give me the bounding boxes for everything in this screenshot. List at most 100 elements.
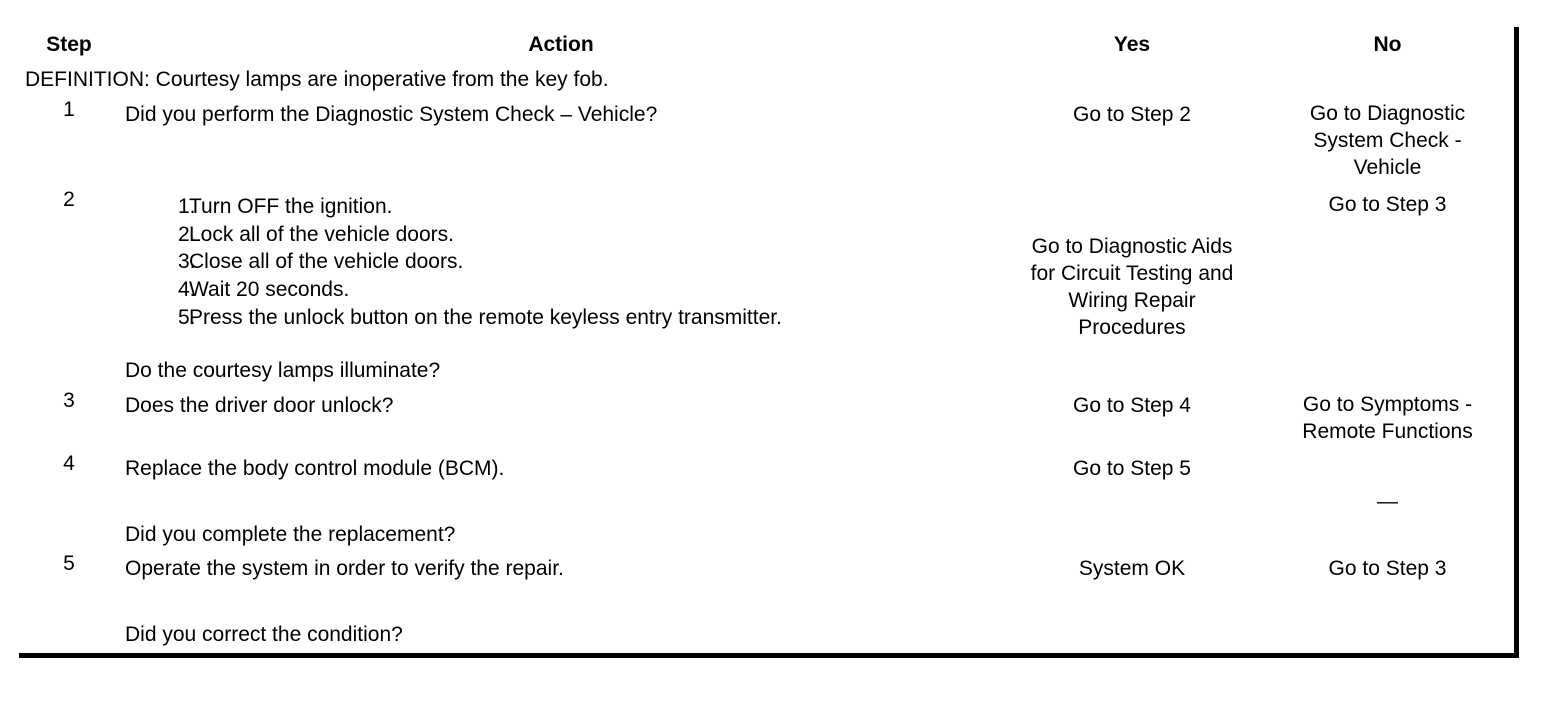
spacer [125,483,995,521]
table-row: 4 Replace the body control module (BCM).… [19,451,1519,553]
action-cell: Did you perform the Diagnostic System Ch… [119,98,1003,188]
yes-cell: System OK [1003,552,1261,658]
step-number: 5 [63,552,75,576]
yes-line: Go to Step 4 [1073,394,1191,418]
list-item: 5. Press the unlock button on the remote… [125,304,995,332]
definition-row: DEFINITION: Courtesy lamps are inoperati… [19,63,1519,99]
action-question: Did you correct the condition? [125,623,403,647]
table-row: 3 Does the driver door unlock? Go to Ste… [19,389,1519,452]
table-row: 1 Did you perform the Diagnostic System … [19,98,1519,188]
action-question: Do the courtesy lamps illuminate? [125,359,441,383]
action-line: Did you perform the Diagnostic System Ch… [125,103,658,127]
list-item: 3. Close all of the vehicle doors. [125,248,995,276]
action-line: Operate the system in order to verify th… [125,557,564,581]
action-line: Does the driver door unlock? [125,394,394,418]
step-number-cell: 5 [19,552,119,658]
table-row: 5 Operate the system in order to verify … [19,552,1519,658]
list-item-number: 4. [178,278,196,302]
action-question: Did you complete the replacement? [125,522,456,546]
list-item-text: Close all of the vehicle doors. [189,250,464,274]
no-cell: Go to Step 3 [1261,552,1519,658]
yes-cell: Go to Step 2 [1003,98,1261,188]
yes-line: Procedures [1078,315,1186,339]
step-number: 4 [63,451,75,475]
action-line: Replace the body control module (BCM). [125,456,505,480]
step-number-cell: 3 [19,389,119,452]
yes-line: Go to Diagnostic Aids [1031,235,1233,259]
action-cell: 1. Turn OFF the ignition. 2. Lock all of… [119,187,1003,390]
action-cell: Operate the system in order to verify th… [119,552,1003,658]
em-dash-placeholder: — [1377,489,1398,513]
yes-content: Go to Step 5 [1003,452,1261,487]
yes-line: System OK [1078,557,1186,581]
no-content: Go to Diagnostic System Check - Vehicle [1261,98,1514,188]
list-item-text: Press the unlock button on the remote ke… [189,305,782,329]
step-number: 2 [63,187,75,211]
list-item-number: 3. [178,250,196,274]
action-content: Does the driver door unlock? [119,389,1003,424]
column-header-yes-label: Yes [1113,33,1151,56]
yes-cell: Go to Diagnostic Aids for Circuit Testin… [1003,187,1261,390]
column-header-action: Action [119,27,1003,64]
no-cell: Go to Symptoms - Remote Functions [1261,389,1519,452]
yes-content: System OK [1003,552,1261,587]
diagnostic-procedure-table: Step Action Yes No DEFINITION: Courtesy … [19,27,1519,658]
list-item: 1. Turn OFF the ignition. [125,193,995,221]
no-line: Go to Diagnostic [1309,102,1466,126]
no-cell: — [1261,451,1519,553]
column-header-no: No [1261,27,1519,64]
no-cell: Go to Step 3 [1261,187,1519,390]
column-header-yes: Yes [1003,27,1261,64]
spacer [125,331,995,357]
no-cell: Go to Diagnostic System Check - Vehicle [1261,98,1519,188]
no-line: Go to Step 3 [1328,557,1447,581]
action-content: 1. Turn OFF the ignition. 2. Lock all of… [119,188,1003,389]
column-header-step-label: Step [46,33,92,56]
list-item-text: Turn OFF the ignition. [189,194,393,218]
list-item-number: 2. [178,222,196,246]
no-line: Go to Step 3 [1328,192,1447,216]
yes-line: Go to Step 5 [1073,456,1191,480]
yes-content: Go to Diagnostic Aids for Circuit Testin… [1003,229,1261,348]
yes-cell: Go to Step 5 [1003,451,1261,553]
action-cell: Does the driver door unlock? [119,389,1003,452]
no-content: Go to Step 3 [1261,552,1514,587]
no-content: Go to Step 3 [1261,188,1514,223]
yes-content: Go to Step 4 [1003,389,1261,424]
yes-line: Go to Step 2 [1073,103,1191,127]
definition-cell: DEFINITION: Courtesy lamps are inoperati… [19,63,1519,99]
list-item-number: 1. [178,194,196,218]
action-content: Operate the system in order to verify th… [119,552,1003,652]
no-line: Vehicle [1353,155,1422,179]
column-header-action-label: Action [528,33,594,56]
action-cell: Replace the body control module (BCM). D… [119,451,1003,553]
column-header-step: Step [19,27,119,64]
no-line: Remote Functions [1302,420,1473,444]
yes-line: Wiring Repair [1068,289,1196,313]
step-number-cell: 4 [19,451,119,553]
yes-content: Go to Step 2 [1003,98,1261,133]
list-item-text: Lock all of the vehicle doors. [189,222,454,246]
yes-cell: Go to Step 4 [1003,389,1261,452]
step-number-cell: 2 [19,187,119,390]
definition-text: DEFINITION: Courtesy lamps are inoperati… [25,68,609,92]
no-line: System Check - [1313,129,1462,153]
action-content: Replace the body control module (BCM). D… [119,452,1003,552]
column-header-no-label: No [1373,33,1402,56]
table-row: 2 1. Turn OFF the ignition. 2. Lock all … [19,187,1519,390]
list-item: 4. Wait 20 seconds. [125,276,995,304]
spacer [125,583,995,621]
yes-line: for Circuit Testing and [1030,262,1234,286]
action-step-list: 1. Turn OFF the ignition. 2. Lock all of… [125,193,995,332]
list-item-text: Wait 20 seconds. [189,278,350,302]
table-header-row: Step Action Yes No [19,27,1519,64]
list-item-number: 5. [178,305,196,329]
step-number-cell: 1 [19,98,119,188]
no-line: Go to Symptoms - [1302,393,1473,417]
action-content: Did you perform the Diagnostic System Ch… [119,98,1003,133]
step-number: 1 [63,98,75,122]
no-content: Go to Symptoms - Remote Functions [1261,389,1514,452]
step-number: 3 [63,389,75,413]
no-content: — [1261,486,1514,519]
